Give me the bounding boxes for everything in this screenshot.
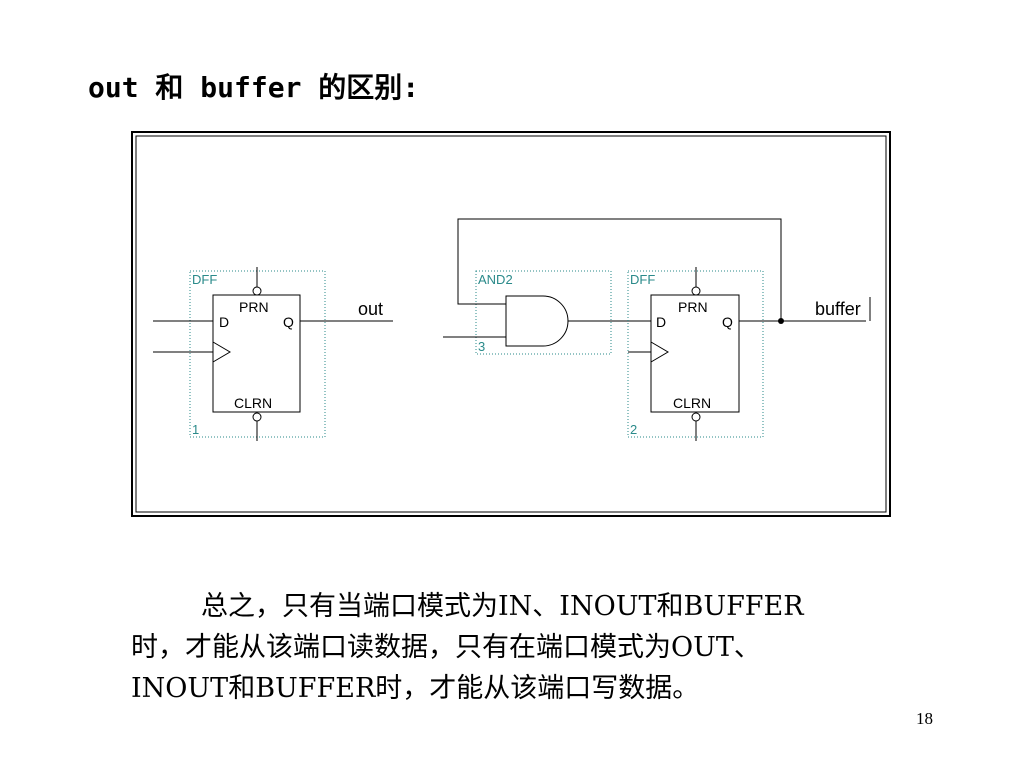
feedback-wire xyxy=(457,218,782,321)
and2-type-label: AND2 xyxy=(478,272,513,287)
and2-instance-box xyxy=(475,270,612,355)
dff2-clock-triangle xyxy=(650,341,669,363)
dff2-q-label: Q xyxy=(722,314,733,330)
and2-gate-body xyxy=(505,295,569,347)
and2-instance-label: 3 xyxy=(478,339,485,354)
dff1-clock-triangle xyxy=(212,341,231,363)
summary-line-2: 时，才能从该端口读数据，只有在端口模式为OUT、 xyxy=(131,632,761,663)
dff1-clrn-bubble xyxy=(252,412,262,422)
dff1-clrn-label: CLRN xyxy=(234,395,272,411)
dff1-type-label: DFF xyxy=(192,272,217,287)
dff1-prn-bubble xyxy=(252,286,262,296)
summary-paragraph: 总之，只有当端口模式为IN、INOUT和BUFFER 时，才能从该端口读数据，只… xyxy=(131,586,931,709)
dff1-q-label: Q xyxy=(283,314,294,330)
summary-line-1: 总之，只有当端口模式为IN、INOUT和BUFFER xyxy=(201,591,804,622)
frame-inner xyxy=(135,135,887,513)
slide-title: out 和 buffer 的区别: xyxy=(88,71,420,104)
dff2-instance-box xyxy=(627,270,764,438)
summary-line-3: INOUT和BUFFER时，才能从该端口写数据。 xyxy=(131,673,700,704)
dff2-prn-label: PRN xyxy=(678,299,708,315)
dff1-d-label: D xyxy=(219,314,229,330)
frame-outer xyxy=(131,131,891,517)
dff2-clrn-label: CLRN xyxy=(673,395,711,411)
dff2-clrn-bubble xyxy=(691,412,701,422)
junction-dot xyxy=(778,318,784,324)
out-label: out xyxy=(358,299,383,319)
dff2-prn-bubble xyxy=(691,286,701,296)
dff1-instance-box xyxy=(189,270,326,438)
dff2-type-label: DFF xyxy=(630,272,655,287)
dff2-instance-label: 2 xyxy=(630,422,637,437)
dff1-instance-label: 1 xyxy=(192,422,199,437)
buffer-label: buffer xyxy=(815,299,861,319)
page-number: 18 xyxy=(916,709,933,728)
dff2-d-label: D xyxy=(656,314,666,330)
schematic-figure: DFF 1 AND2 3 DFF 2 PRN D Q CLRN PRN D Q … xyxy=(131,131,891,517)
dff1-prn-label: PRN xyxy=(239,299,269,315)
